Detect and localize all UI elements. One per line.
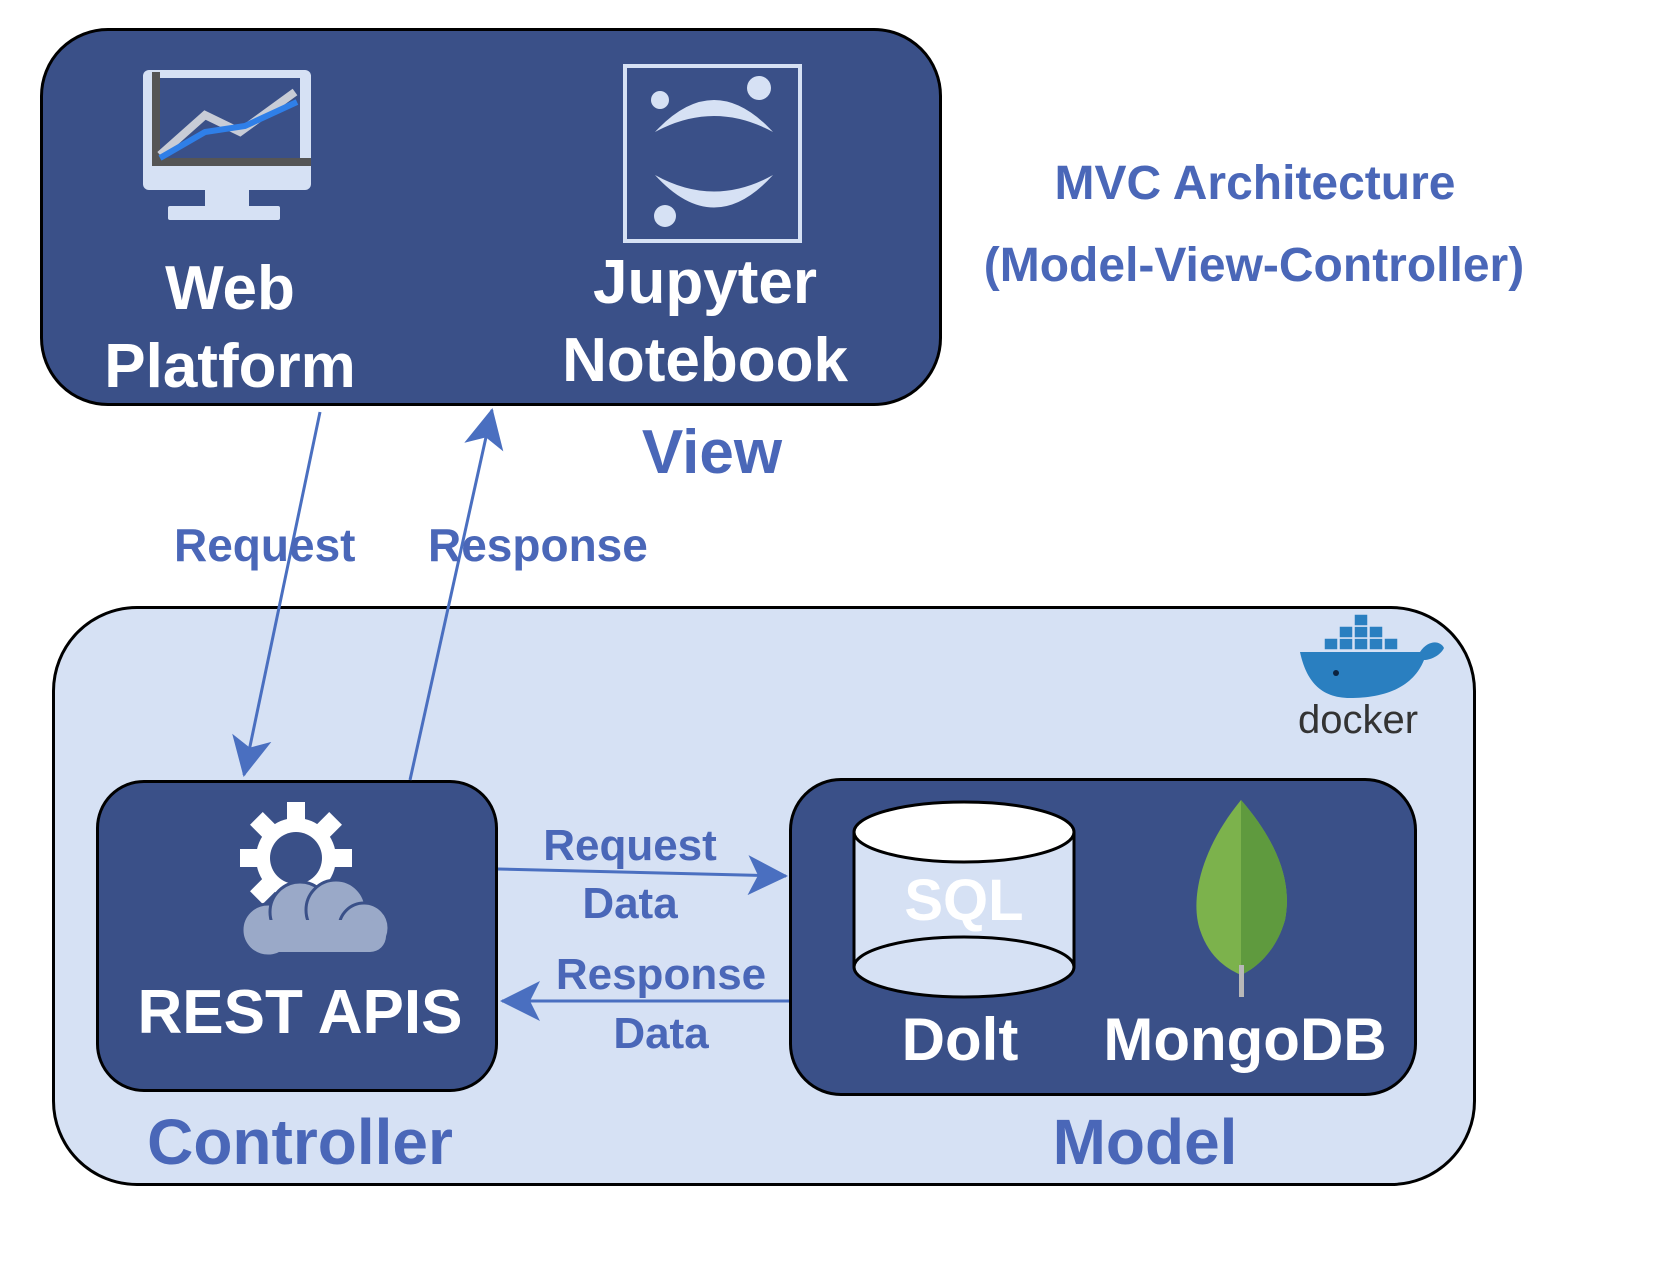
sql-label: SQL <box>904 868 1024 933</box>
view-layer-label: View <box>641 418 783 487</box>
response-data-label-line1: Response <box>555 950 767 999</box>
rest-apis-label: REST APIS <box>137 978 463 1047</box>
web-platform-label-line2: Platform <box>104 332 356 401</box>
diagram-title-line2: (Model-View-Controller) <box>983 239 1525 292</box>
database-cylinder-icon <box>852 800 1076 999</box>
request-label: Request <box>174 519 356 571</box>
dolt-label: Dolt <box>901 1006 1019 1073</box>
gear-cloud-icon <box>240 802 391 958</box>
mongodb-leaf-icon <box>1196 800 1287 997</box>
controller-layer-label: Controller <box>147 1106 453 1178</box>
request-data-arrow <box>497 855 788 896</box>
request-arrow <box>232 411 322 777</box>
request-data-label-line1: Request <box>543 821 717 870</box>
jupyter-label-line1: Jupyter <box>593 248 817 317</box>
diagram-title-line1: MVC Architecture <box>1054 157 1456 210</box>
response-label: Response <box>428 519 648 571</box>
docker-whale-icon <box>1300 613 1444 698</box>
jupyter-label-line2: Notebook <box>562 326 848 395</box>
response-arrow <box>408 408 504 781</box>
response-data-label-line2: Data <box>613 1009 709 1058</box>
monitor-chart-icon <box>143 70 311 220</box>
model-layer-label: Model <box>1052 1106 1238 1178</box>
web-platform-label-line1: Web <box>165 254 295 323</box>
mongodb-label: MongoDB <box>1103 1006 1387 1073</box>
request-data-label-line2: Data <box>582 879 678 928</box>
jupyter-icon <box>623 64 802 243</box>
docker-wordmark: docker <box>1298 698 1419 742</box>
